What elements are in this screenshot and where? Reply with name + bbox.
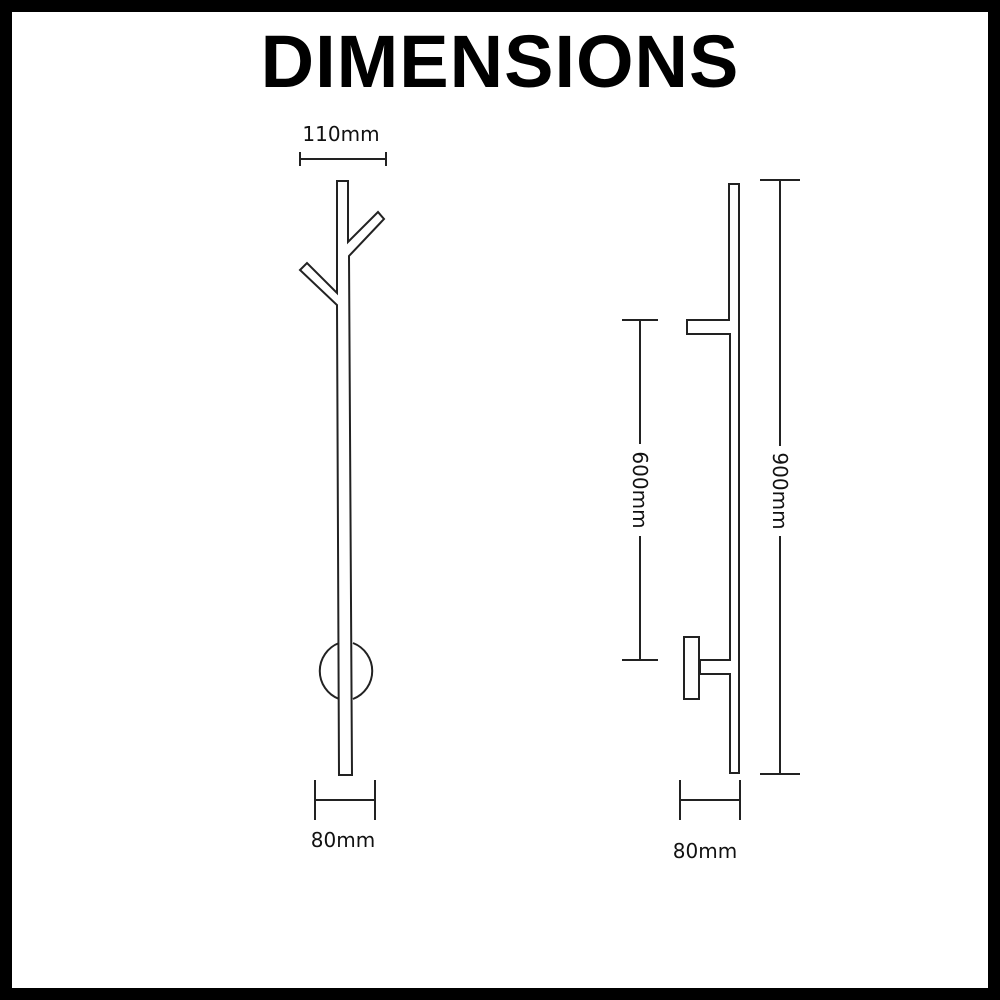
side-base-depth-dimension	[679, 780, 741, 820]
side-total-height-label: 900mm	[768, 452, 792, 529]
side-lamp-body	[686, 183, 740, 774]
page-title: DIMENSIONS	[260, 20, 740, 103]
front-base-width-label: 80mm	[311, 828, 375, 852]
front-lamp-body	[298, 180, 386, 776]
side-view	[683, 183, 740, 774]
front-wall-plate	[318, 642, 340, 700]
side-base-depth-label: 80mm	[673, 839, 737, 863]
side-total-height-dimension	[760, 179, 800, 775]
side-wall-plate	[683, 636, 700, 700]
side-mount-height-dimension	[622, 319, 658, 661]
front-top-width-dimension	[299, 152, 387, 166]
side-mount-height-label: 600mm	[628, 451, 652, 528]
front-base-width-dimension	[314, 780, 376, 820]
front-view	[298, 180, 386, 776]
front-wall-plate-right	[352, 642, 374, 700]
front-top-width-label: 110mm	[302, 122, 379, 146]
